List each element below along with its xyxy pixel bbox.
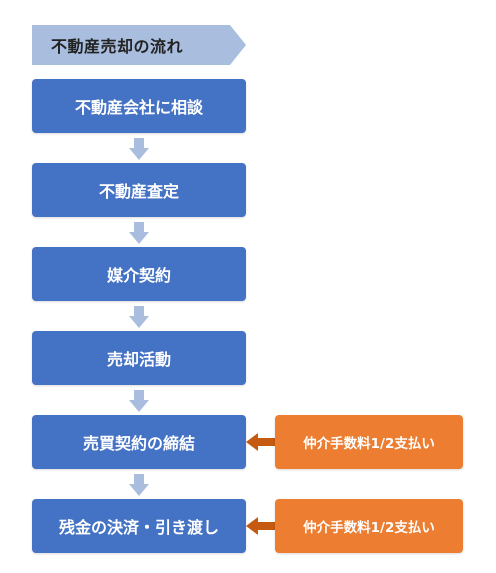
- step-appraisal: 不動産査定: [32, 163, 246, 217]
- step-sales-contract: 売買契約の締結: [32, 415, 246, 469]
- down-arrow-icon: [129, 390, 149, 412]
- fee-badge-first-half: 仲介手数料1/2支払い: [275, 415, 463, 469]
- down-arrow-icon: [129, 138, 149, 160]
- fee-badge-second-half: 仲介手数料1/2支払い: [275, 499, 463, 553]
- fee-label: 仲介手数料1/2支払い: [303, 436, 435, 452]
- down-arrow-icon: [129, 474, 149, 496]
- step-consult: 不動産会社に相談: [32, 79, 246, 133]
- left-arrow-icon: [246, 517, 276, 535]
- step-label: 残金の決済・引き渡し: [58, 518, 219, 537]
- step-label: 不動産会社に相談: [74, 98, 203, 117]
- down-arrow-icon: [129, 306, 149, 328]
- step-settlement-handover: 残金の決済・引き渡し: [32, 499, 246, 553]
- flow-title: 不動産売却の流れ: [32, 25, 246, 65]
- step-sales-activity: 売却活動: [32, 331, 246, 385]
- fee-label: 仲介手数料1/2支払い: [303, 520, 435, 536]
- step-label: 媒介契約: [106, 266, 171, 285]
- step-brokerage-contract: 媒介契約: [32, 247, 246, 301]
- step-label: 不動産査定: [98, 182, 179, 201]
- step-label: 売買契約の締結: [82, 434, 195, 453]
- down-arrow-icon: [129, 222, 149, 244]
- step-label: 売却活動: [106, 350, 171, 369]
- flow-title-text: 不動産売却の流れ: [51, 37, 184, 56]
- left-arrow-icon: [246, 433, 276, 451]
